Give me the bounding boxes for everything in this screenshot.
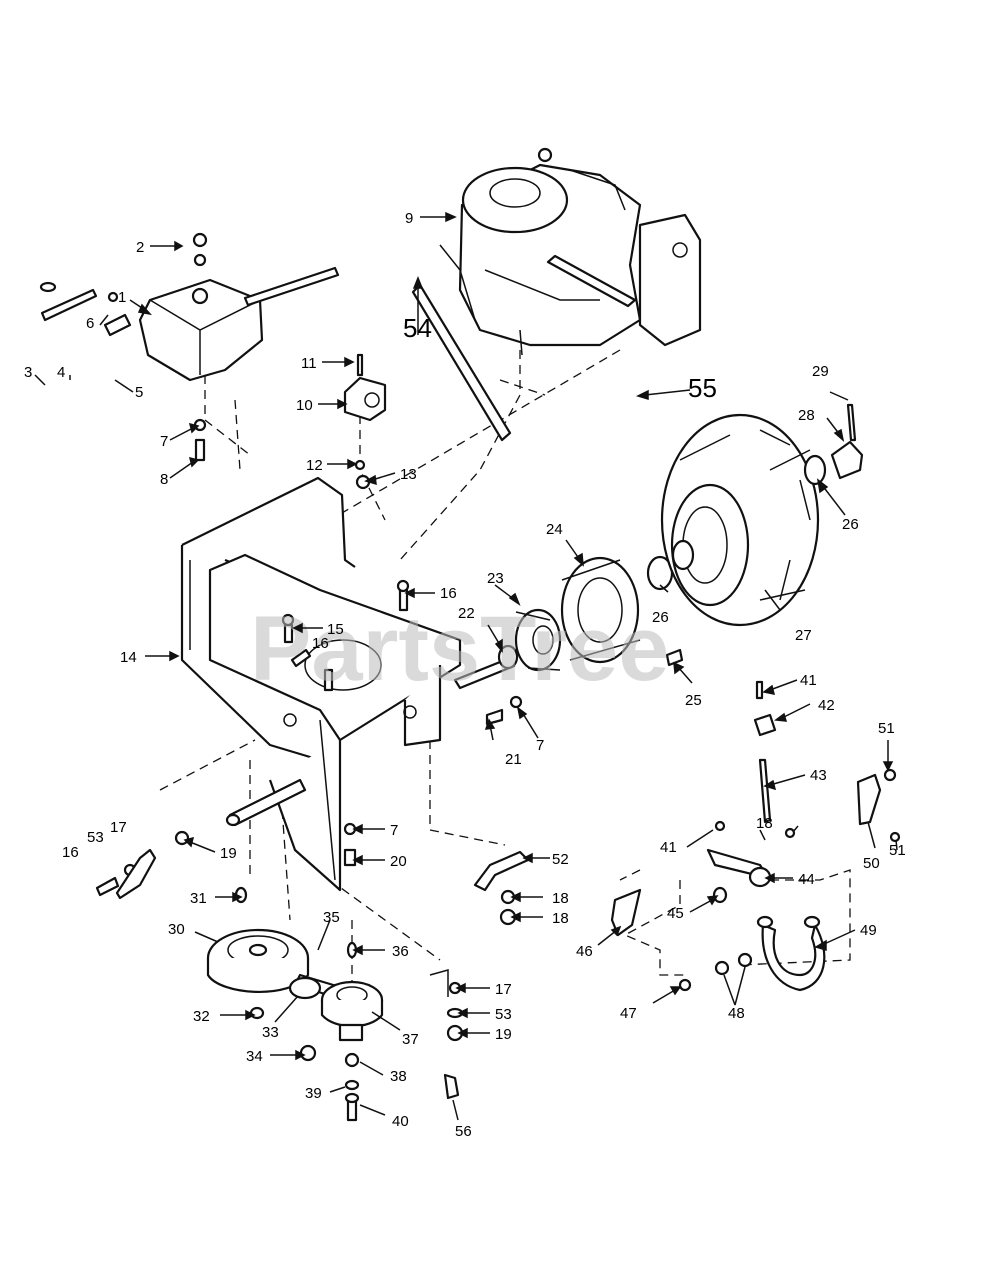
callout-23: 23 — [487, 570, 504, 587]
callout-21: 21 — [505, 751, 522, 768]
callout-53b: 53 — [495, 1006, 512, 1023]
callout-41a: 41 — [800, 672, 817, 689]
callout-36: 36 — [392, 943, 409, 960]
callout-arrows — [34, 211, 898, 1121]
left-hardware — [95, 822, 357, 900]
callout-56: 56 — [455, 1123, 472, 1140]
callout-10: 10 — [296, 397, 313, 414]
callout-29: 29 — [812, 363, 829, 380]
wheel-tire — [660, 403, 864, 627]
callout-5: 5 — [135, 384, 143, 401]
wheel-hub-assembly — [485, 555, 684, 726]
callout-19a: 19 — [220, 845, 237, 862]
callout-14: 14 — [120, 649, 137, 666]
callout-13: 13 — [400, 466, 417, 483]
callout-17b: 17 — [495, 981, 512, 998]
callout-34: 34 — [246, 1048, 263, 1065]
callout-7b: 7 — [536, 737, 544, 754]
callout-labels: 1 2 3 4 5 6 7 8 9 10 11 12 13 14 15 16 1… — [24, 210, 906, 1140]
callout-8: 8 — [160, 471, 168, 488]
chassis-bolts — [281, 579, 410, 692]
callout-49: 49 — [860, 922, 877, 939]
callout-15: 15 — [327, 621, 344, 638]
callout-32: 32 — [193, 1008, 210, 1025]
callout-16c: 16 — [62, 844, 79, 861]
callout-37: 37 — [402, 1031, 419, 1048]
callout-7c: 7 — [390, 822, 398, 839]
callout-18c: 18 — [756, 815, 773, 832]
callout-38: 38 — [390, 1068, 407, 1085]
bracket-10 — [343, 353, 387, 490]
callout-52: 52 — [552, 851, 569, 868]
callout-17a: 17 — [110, 819, 127, 836]
callout-26a: 26 — [652, 609, 669, 626]
callout-12: 12 — [306, 457, 323, 474]
callout-28: 28 — [798, 407, 815, 424]
engine — [439, 147, 702, 356]
callout-33: 33 — [262, 1024, 279, 1041]
callout-16a: 16 — [440, 585, 457, 602]
callout-53a: 53 — [87, 829, 104, 846]
chassis — [180, 476, 516, 892]
callout-51a: 51 — [878, 720, 895, 737]
callout-48: 48 — [728, 1005, 745, 1022]
callout-39: 39 — [305, 1085, 322, 1102]
callout-2: 2 — [136, 239, 144, 256]
callout-27: 27 — [795, 627, 812, 644]
callout-4: 4 — [57, 364, 65, 381]
callout-42: 42 — [818, 697, 835, 714]
callout-16b: 16 — [312, 635, 329, 652]
axle-hardware-left — [39, 281, 207, 462]
callout-54: 54 — [403, 313, 432, 343]
callout-47: 47 — [620, 1005, 637, 1022]
callout-18b: 18 — [552, 910, 569, 927]
callout-26b: 26 — [842, 516, 859, 533]
callout-19b: 19 — [495, 1026, 512, 1043]
callout-3: 3 — [24, 364, 32, 381]
pulley-assembly — [206, 886, 460, 1122]
callout-18a: 18 — [552, 890, 569, 907]
callout-25: 25 — [685, 692, 702, 709]
callout-46: 46 — [576, 943, 593, 960]
callout-30: 30 — [168, 921, 185, 938]
callout-50: 50 — [863, 855, 880, 872]
callout-6: 6 — [86, 315, 94, 332]
callout-55: 55 — [688, 373, 717, 403]
callout-44: 44 — [798, 871, 815, 888]
callout-22: 22 — [458, 605, 475, 622]
callout-1: 1 — [118, 289, 126, 306]
callout-45: 45 — [667, 905, 684, 922]
callout-51b: 51 — [889, 842, 906, 859]
callout-20: 20 — [390, 853, 407, 870]
transmission — [138, 232, 340, 382]
pulley-side-hardware — [429, 969, 464, 1042]
brake-linkage — [610, 680, 901, 992]
callout-35: 35 — [323, 909, 340, 926]
callout-7a: 7 — [160, 433, 168, 450]
callout-11: 11 — [301, 355, 317, 372]
callout-31: 31 — [190, 890, 207, 907]
callout-24: 24 — [546, 521, 563, 538]
callout-40: 40 — [392, 1113, 409, 1130]
callout-9: 9 — [405, 210, 413, 227]
callout-41b: 41 — [660, 839, 677, 856]
callout-43: 43 — [810, 767, 827, 784]
watermark: PartsTree — [250, 598, 669, 700]
